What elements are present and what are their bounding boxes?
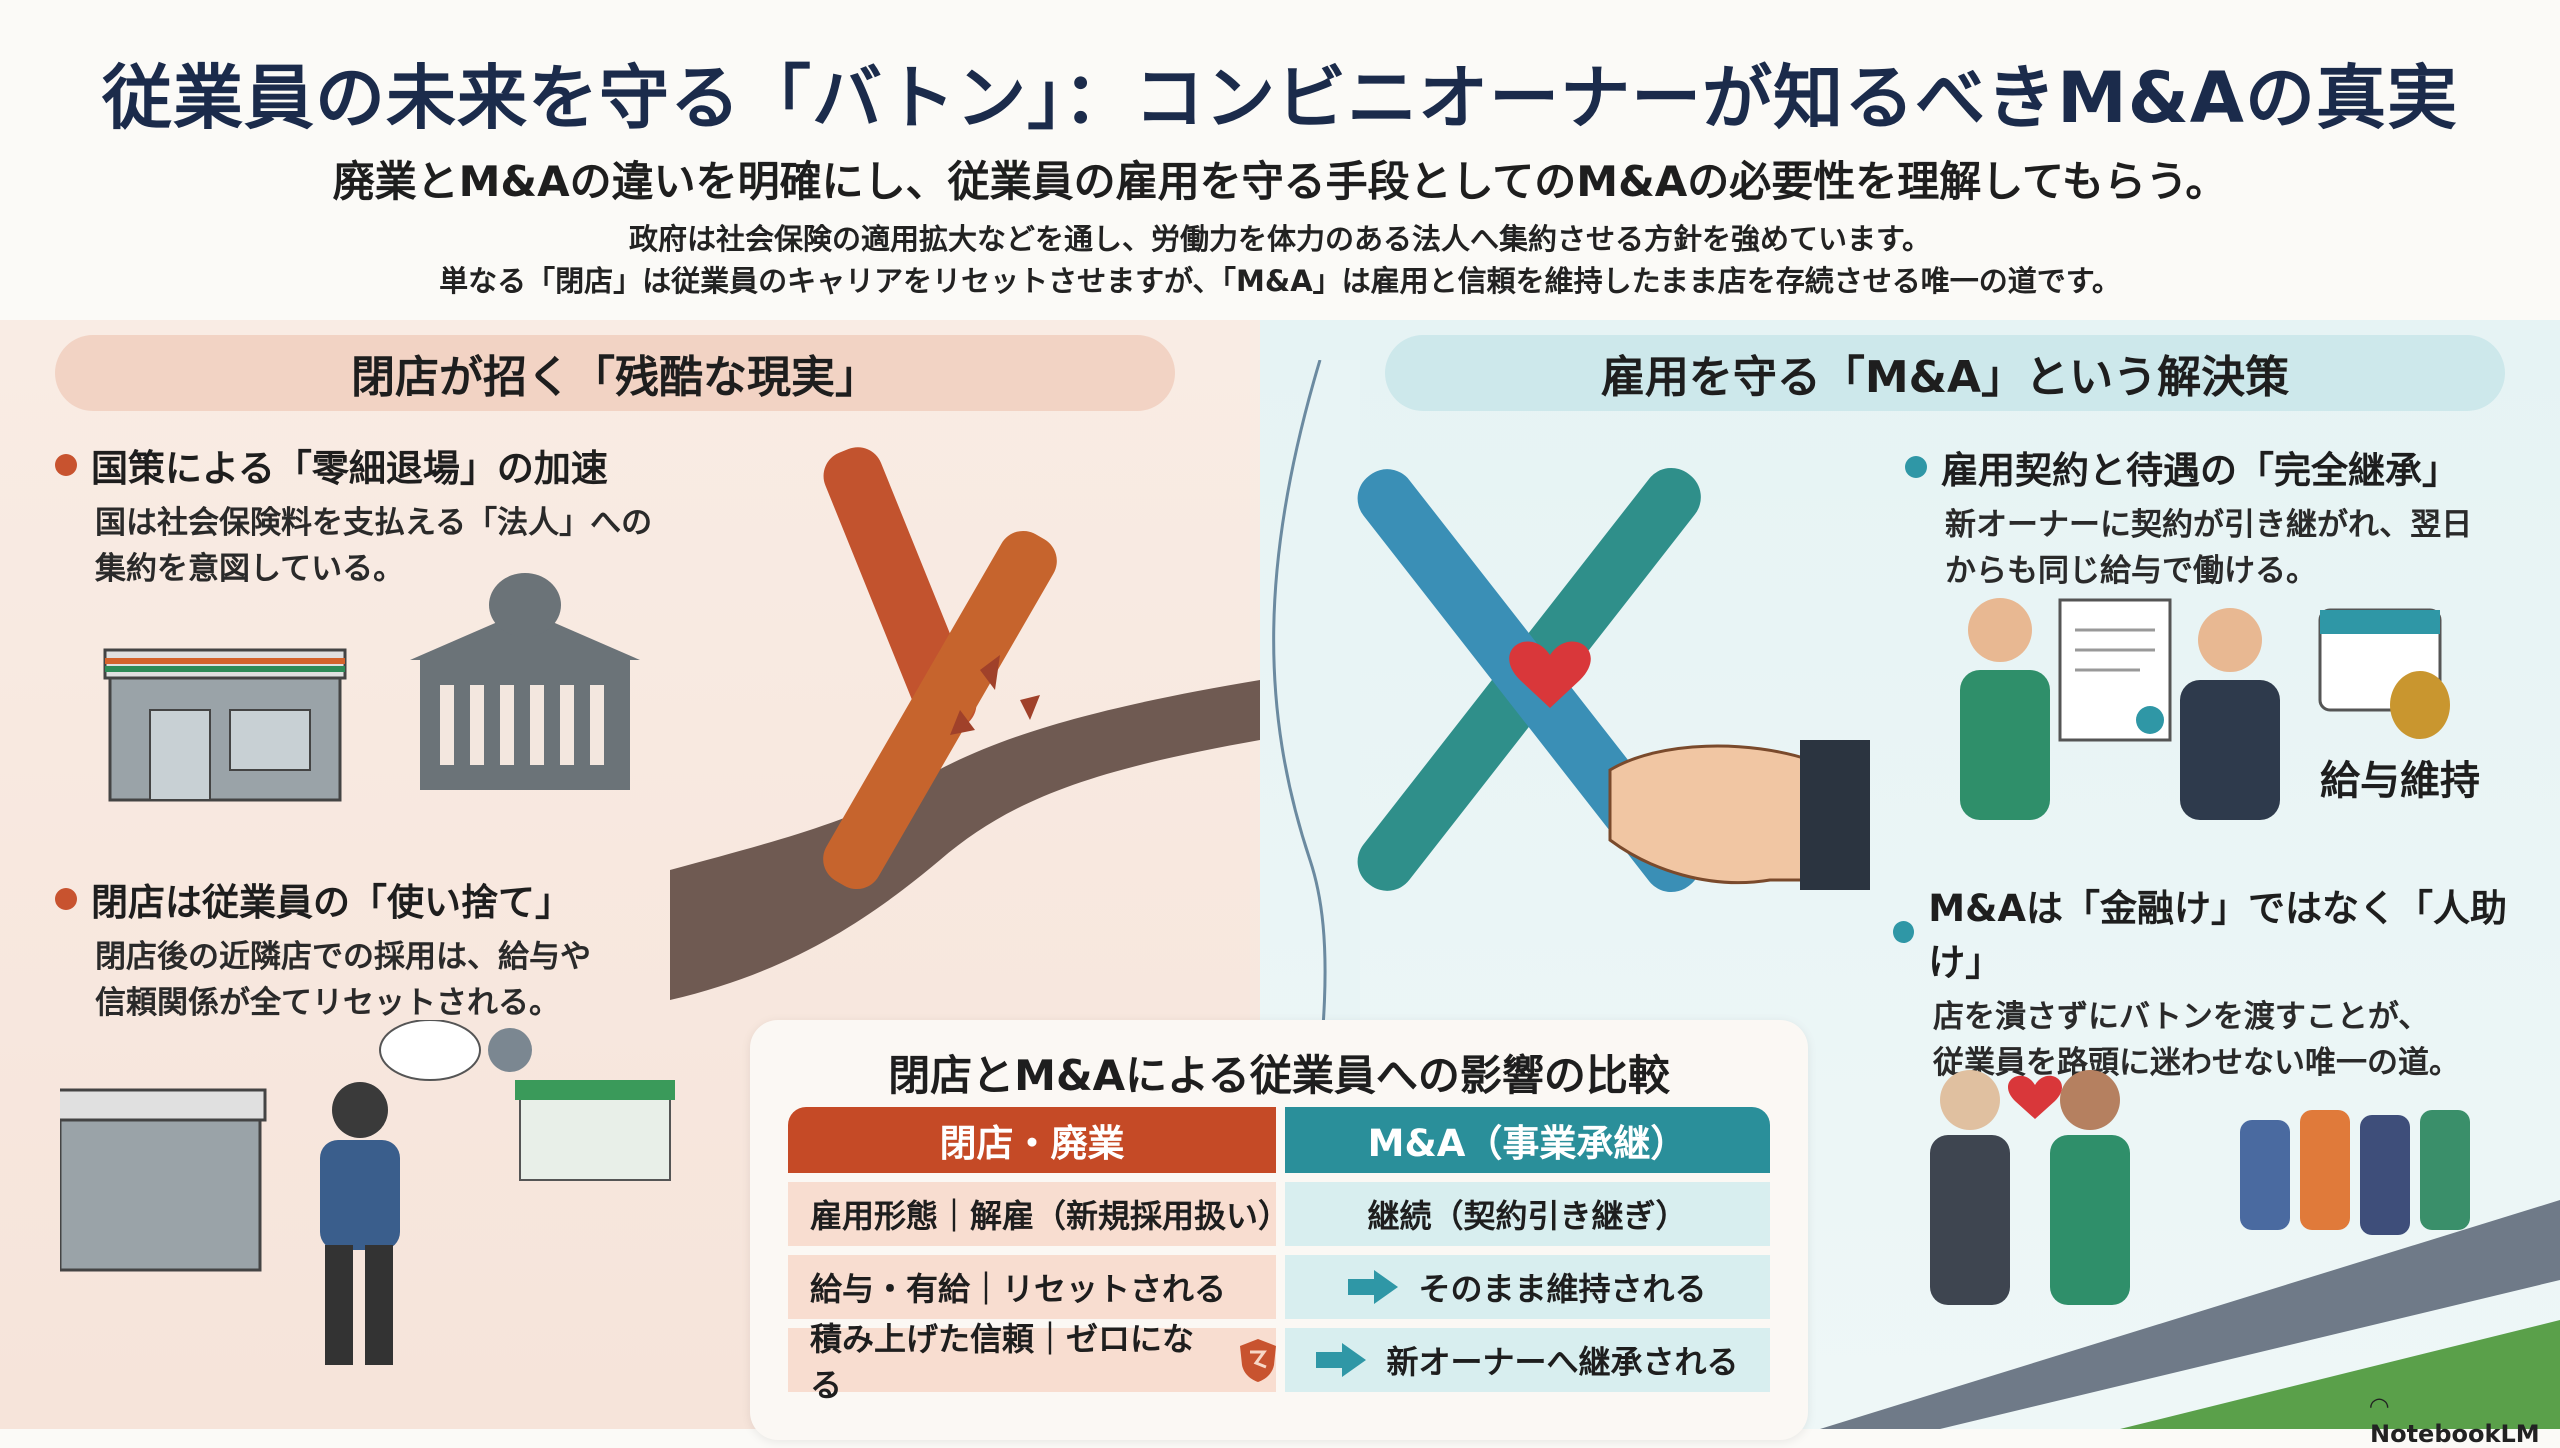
contract-handshake-illustration	[1960, 598, 2450, 820]
bullet-dot-icon	[55, 454, 77, 476]
table-cell-ma: 新オーナーへ継承される	[1285, 1328, 1770, 1392]
point-text: 国は社会保険料を支払える「法人」への	[95, 505, 653, 541]
page-subtitle: 廃業とM&Aの違いを明確にし、従業員の雇用を守る手段としてのM&Aの必要性を理解…	[332, 157, 2228, 206]
point-title: 閉店は従業員の「使い捨て」	[91, 881, 572, 924]
notebooklm-watermark: ◠ NotebookLM	[2370, 1392, 2560, 1448]
column-header-ma: M&A（事業承継）	[1285, 1107, 1770, 1173]
point-text: 閉店後の近隣店での採用は、給与や	[95, 939, 591, 975]
unemployed-worker-illustration	[60, 1020, 675, 1365]
left-point-1: 国策による「零細退場」の加速 国は社会保険料を支払える「法人」への 集約を意図し…	[55, 438, 652, 592]
arrow-right-icon	[1316, 1343, 1367, 1377]
closed-store-and-government-illustration	[103, 573, 640, 802]
comparison-title: 閉店とM&Aによる従業員への影響の比較	[888, 1051, 1670, 1100]
point-text: 従業員を路頭に迷わせない唯一の道。	[1933, 1045, 2460, 1081]
broken-shield-icon	[1239, 1339, 1276, 1382]
cell-text: 継続（契約引き継ぎ）	[1367, 1197, 1688, 1235]
baton-handoff-illustration	[1357, 467, 1870, 893]
right-point-1: 雇用契約と待遇の「完全継承」 新オーナーに契約が引き継がれ、翌日 からも同じ給与…	[1905, 440, 2472, 594]
column-header-closure: 閉店・廃業	[788, 1107, 1276, 1173]
table-cell-closure: 給与・有給｜リセットされる	[788, 1255, 1276, 1319]
cell-text: 新オーナーへ継承される	[1386, 1343, 1739, 1381]
point-text: 信頼関係が全てリセットされる。	[95, 985, 560, 1021]
point-text: 集約を意図している。	[95, 551, 405, 587]
broken-baton-illustration	[670, 447, 1260, 1000]
table-cell-ma: そのまま維持される	[1285, 1255, 1770, 1319]
description-line: 政府は社会保険の適用拡大などを通し、労働力を体力のある法人へ集約させる方針を強め…	[628, 222, 1932, 256]
arrow-right-icon	[1348, 1270, 1399, 1304]
left-point-2: 閉店は従業員の「使い捨て」 閉店後の近隣店での採用は、給与や 信頼関係が全てリセ…	[55, 872, 591, 1026]
bullet-dot-icon	[1905, 456, 1927, 478]
table-cell-closure: 積み上げた信頼｜ゼロになる	[788, 1320, 1276, 1404]
right-section-heading: 雇用を守る「M&A」という解決策	[1385, 335, 2505, 411]
page-title: 従業員の未来を守る「バトン」：コンビニオーナーが知るべきM&Aの真実	[102, 57, 2458, 139]
cell-text: 積み上げた信頼｜ゼロになる	[810, 1320, 1195, 1404]
left-section-heading: 閉店が招く「残酷な現実」	[55, 335, 1175, 411]
cell-text: そのまま維持される	[1418, 1270, 1707, 1308]
description-line: 単なる「閉店」は従業員のキャリアをリセットさせますが、「M&A」は雇用と信頼を維…	[439, 264, 2121, 298]
point-text: 新オーナーに契約が引き継がれ、翌日	[1945, 507, 2473, 543]
point-text: 店を潰さずにバトンを渡すことが、	[1933, 999, 2430, 1035]
right-point-2: M&Aは「金融け」ではなく「人助け」 店を潰さずにバトンを渡すことが、 従業員を…	[1893, 878, 2560, 1086]
point-title: M&Aは「金融け」ではなく「人助け」	[1928, 887, 2508, 984]
salary-maintained-label: 給与維持	[2320, 758, 2480, 804]
table-cell-closure: 雇用形態｜解雇（新規採用扱い）	[788, 1182, 1290, 1246]
point-title: 国策による「零細退場」の加速	[91, 447, 608, 490]
bullet-dot-icon	[55, 888, 77, 910]
bullet-dot-icon	[1893, 921, 1915, 943]
notebooklm-logo-icon: ◠	[2370, 1392, 2389, 1420]
watermark-text: NotebookLM	[2370, 1420, 2540, 1448]
point-text: からも同じ給与で働ける。	[1945, 553, 2317, 589]
table-cell-ma: 継続（契約引き継ぎ）	[1285, 1182, 1770, 1246]
team-celebration-illustration	[1820, 1070, 2560, 1429]
point-title: 雇用契約と待遇の「完全継承」	[1941, 449, 2459, 492]
